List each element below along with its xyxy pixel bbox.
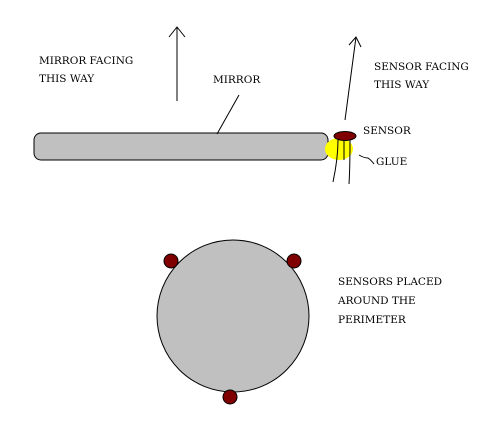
- mirror-facing-label-line1: MIRROR FACING: [39, 55, 133, 67]
- glue-pointer: [358, 154, 375, 165]
- mirror-bar: [33, 132, 329, 161]
- sensor-leads: [332, 139, 351, 185]
- sensor-head: [333, 131, 357, 141]
- sensors-placed-label-line3: PERIMETER: [338, 314, 407, 326]
- glue-blob: [325, 138, 353, 160]
- mirror-facing-arrow: [168, 26, 186, 101]
- glue-label: GLUE: [376, 156, 407, 168]
- sensors-placed-label-line1: SENSORS PLACED: [338, 276, 442, 288]
- disc-assembly: [156, 239, 310, 405]
- mirror-leader-line: [216, 94, 240, 135]
- mirror-assembly: [33, 26, 375, 185]
- sensor-label: SENSOR: [363, 125, 412, 137]
- mirror-facing-label-line2: THIS WAY: [39, 73, 95, 85]
- mirror-label: MIRROR: [213, 74, 261, 86]
- perimeter-sensor-right: [286, 253, 302, 269]
- disc: [156, 239, 310, 393]
- perimeter-sensor-bottom: [222, 389, 238, 405]
- sensors-placed-label-line2: AROUND THE: [337, 295, 416, 307]
- sensor-facing-label-line1: SENSOR FACING: [374, 61, 469, 73]
- sensor-facing-arrow: [344, 36, 362, 121]
- sensor-facing-label-line2: THIS WAY: [374, 79, 430, 91]
- perimeter-sensor-left: [163, 253, 179, 269]
